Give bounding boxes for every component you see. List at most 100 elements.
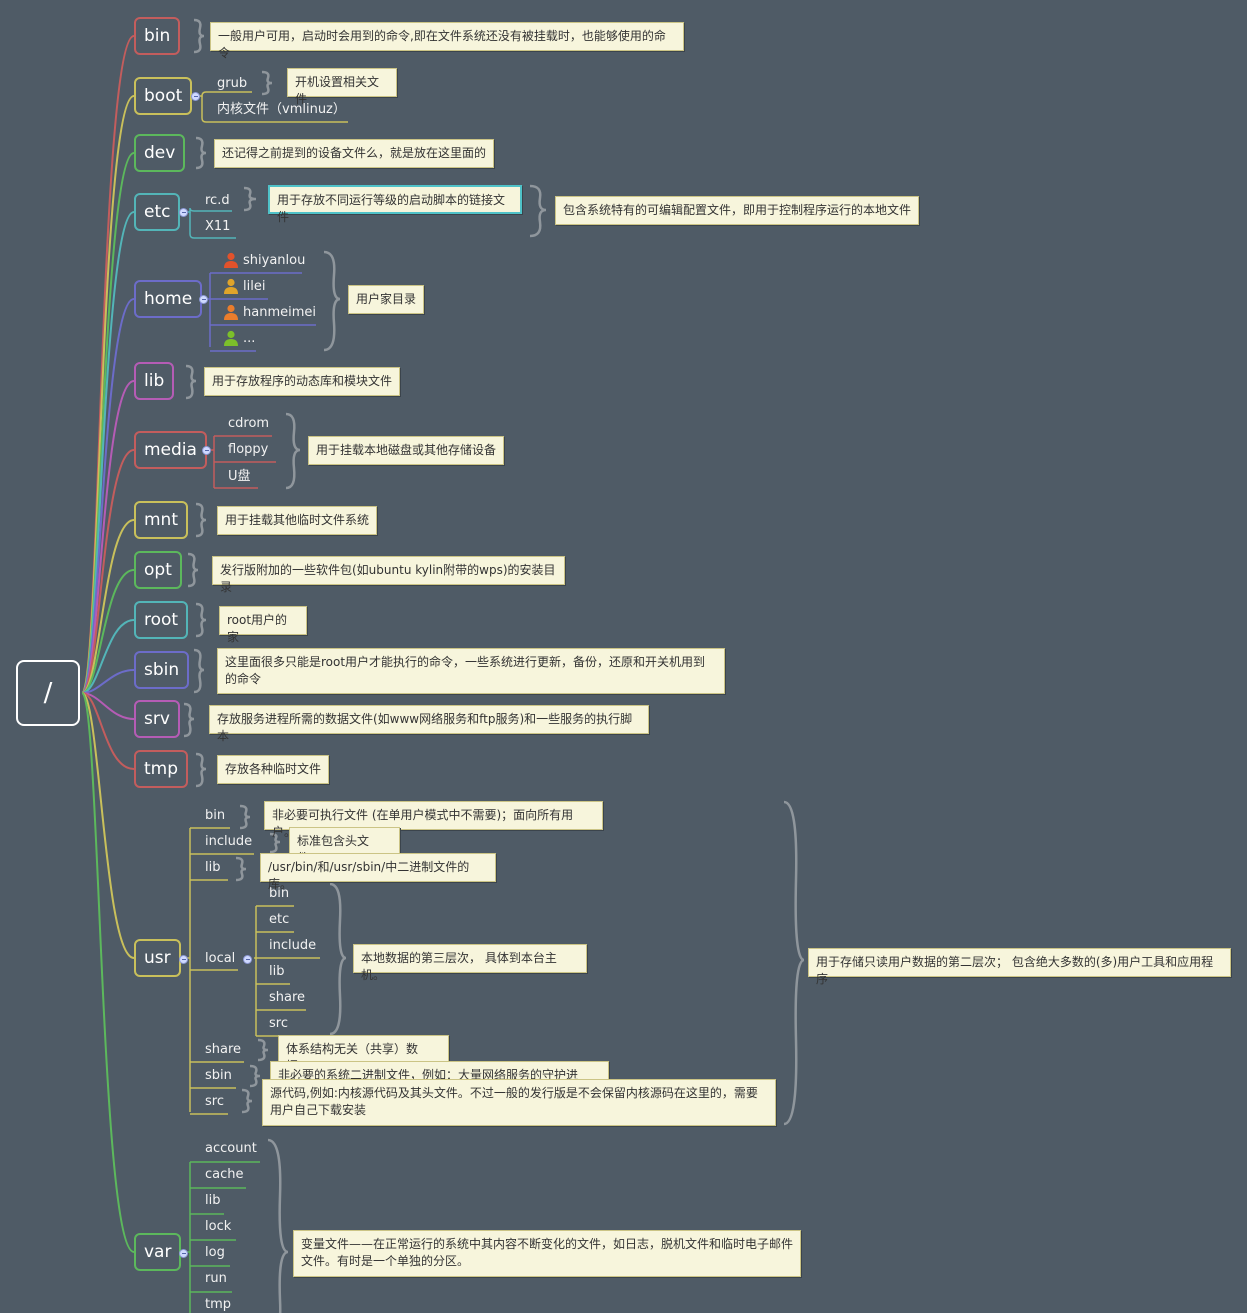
edge-root-mnt bbox=[81, 519, 135, 694]
note-mnt: 用于挂载其他临时文件系统 bbox=[217, 506, 377, 535]
brace-srv bbox=[183, 702, 195, 738]
edge-root-usr bbox=[81, 692, 135, 959]
node-dev[interactable]: dev bbox=[134, 134, 186, 172]
sub-var-log[interactable]: log bbox=[205, 1245, 225, 1260]
collapse-icon[interactable] bbox=[179, 1249, 188, 1258]
sub-local-src[interactable]: src bbox=[269, 1016, 288, 1031]
user-icon bbox=[224, 278, 238, 294]
sub-media-udisk[interactable]: U盘 bbox=[228, 469, 251, 484]
note-usr-include: 标准包含头文件。 bbox=[289, 827, 400, 865]
brace-opt bbox=[187, 552, 199, 588]
brace-usr-include bbox=[269, 832, 281, 854]
node-sbin[interactable]: sbin bbox=[134, 651, 190, 689]
sub-var-cache[interactable]: cache bbox=[205, 1167, 244, 1182]
brace-usr-share bbox=[257, 1038, 269, 1062]
collapse-icon[interactable] bbox=[179, 955, 188, 964]
sub-local-share[interactable]: share bbox=[269, 990, 306, 1005]
brace-var bbox=[267, 1138, 289, 1313]
note-usr-lib: /usr/bin/和/usr/sbin/中二进制文件的库。 bbox=[260, 853, 496, 891]
node-mnt[interactable]: mnt bbox=[134, 501, 188, 539]
brace-usr bbox=[783, 800, 805, 1126]
brace-usr-local bbox=[329, 882, 347, 1036]
brace-dev bbox=[195, 136, 207, 170]
note-usr-src: 源代码,例如:内核源代码及其头文件。不过一般的发行版是不会保留内核源码在这里的，… bbox=[262, 1079, 776, 1126]
sub-home-lilei[interactable]: lilei bbox=[243, 279, 266, 294]
node-media[interactable]: media bbox=[134, 431, 207, 469]
edge-root-media bbox=[81, 449, 135, 694]
user-icon bbox=[224, 304, 238, 320]
note-home: 用户家目录 bbox=[348, 285, 424, 314]
sub-usr-bin[interactable]: bin bbox=[205, 808, 226, 823]
brace-etc bbox=[529, 184, 547, 238]
node-usr[interactable]: usr bbox=[134, 939, 181, 977]
sub-home-shiyanlou[interactable]: shiyanlou bbox=[243, 253, 306, 268]
sub-var-account[interactable]: account bbox=[205, 1141, 257, 1156]
sub-usr-lib[interactable]: lib bbox=[205, 860, 221, 875]
sub-usr-local[interactable]: local bbox=[205, 951, 236, 966]
brace-rcd bbox=[243, 186, 257, 212]
user-icon bbox=[224, 330, 238, 346]
root-directory-node[interactable]: / bbox=[16, 660, 80, 726]
sub-boot-vmlinuz[interactable]: 内核文件（vmlinuz） bbox=[217, 102, 346, 117]
sub-local-lib[interactable]: lib bbox=[269, 964, 285, 979]
note-lib: 用于存放程序的动态库和模块文件 bbox=[204, 367, 400, 396]
node-var[interactable]: var bbox=[134, 1233, 182, 1271]
node-etc[interactable]: etc bbox=[134, 193, 181, 231]
sub-usr-share[interactable]: share bbox=[205, 1042, 242, 1057]
brace-sbin bbox=[193, 648, 205, 694]
sub-var-lib[interactable]: lib bbox=[205, 1193, 221, 1208]
sub-local-bin[interactable]: bin bbox=[269, 886, 290, 901]
sub-usr-include[interactable]: include bbox=[205, 834, 253, 849]
brace-tmp bbox=[195, 752, 207, 788]
note-usr-local: 本地数据的第三层次， 具体到本台主机。 bbox=[353, 944, 587, 982]
sub-home-hanmeimei[interactable]: hanmeimei bbox=[243, 305, 316, 320]
node-opt[interactable]: opt bbox=[134, 551, 182, 589]
collapse-icon[interactable] bbox=[199, 295, 208, 304]
node-home[interactable]: home bbox=[134, 280, 203, 318]
note-usr-share: 体系结构无关（共享）数据。 bbox=[278, 1035, 449, 1073]
note-dev: 还记得之前提到的设备文件么，就是放在这里面的 bbox=[214, 139, 494, 168]
sub-etc-rcd[interactable]: rc.d bbox=[205, 193, 230, 208]
note-opt: 发行版附加的一些软件包(如ubuntu kylin附带的wps)的安装目录 bbox=[212, 556, 565, 594]
node-bin[interactable]: bin bbox=[134, 17, 181, 55]
node-root[interactable]: root bbox=[134, 601, 189, 639]
sub-home-more[interactable]: ... bbox=[243, 331, 256, 346]
note-etc: 包含系统特有的可编辑配置文件，即用于控制程序运行的本地文件 bbox=[555, 196, 919, 225]
sub-var-lock[interactable]: lock bbox=[205, 1219, 232, 1234]
collapse-icon[interactable] bbox=[191, 92, 200, 101]
node-tmp[interactable]: tmp bbox=[134, 750, 189, 788]
note-root: root用户的家 bbox=[219, 606, 307, 644]
collapse-icon[interactable] bbox=[179, 208, 188, 217]
edge-root-boot bbox=[81, 95, 135, 694]
node-srv[interactable]: srv bbox=[134, 700, 180, 738]
sub-media-floppy[interactable]: floppy bbox=[228, 442, 269, 457]
sub-local-etc[interactable]: etc bbox=[269, 912, 290, 927]
sub-boot-grub[interactable]: grub bbox=[217, 76, 248, 91]
sub-var-tmp[interactable]: tmp bbox=[205, 1297, 232, 1312]
sub-media-cdrom[interactable]: cdrom bbox=[228, 416, 270, 431]
sub-usr-sbin[interactable]: sbin bbox=[205, 1068, 232, 1083]
edge-root-var bbox=[81, 692, 135, 1253]
brace-lib bbox=[185, 364, 197, 400]
edge-root-root bbox=[81, 619, 135, 694]
sub-etc-x11[interactable]: X11 bbox=[205, 219, 231, 234]
sub-local-include[interactable]: include bbox=[269, 938, 317, 953]
sub-var-run[interactable]: run bbox=[205, 1271, 227, 1286]
note-media: 用于挂载本地磁盘或其他存储设备 bbox=[308, 436, 504, 465]
user-icon bbox=[224, 252, 238, 268]
collapse-icon[interactable] bbox=[202, 446, 211, 455]
note-var: 变量文件——在正常运行的系统中其内容不断变化的文件，如日志，脱机文件和临时电子邮… bbox=[293, 1230, 801, 1277]
brace-mnt bbox=[195, 502, 207, 538]
note-boot-grub: 开机设置相关文件 bbox=[287, 68, 397, 106]
brace-bin bbox=[193, 18, 205, 54]
note-usr: 用于存储只读用户数据的第二层次； 包含绝大多数的(多)用户工具和应用程序 bbox=[808, 948, 1231, 986]
note-etc-rcd: 用于存放不同运行等级的启动脚本的链接文件 bbox=[268, 185, 522, 224]
node-boot[interactable]: boot bbox=[134, 77, 193, 115]
brace-home bbox=[323, 250, 341, 352]
note-usr-bin: 非必要可执行文件 (在单用户模式中不需要)；面向所有用户。 bbox=[264, 801, 603, 839]
edge-root-sbin bbox=[81, 669, 135, 694]
edge-root-tmp bbox=[81, 692, 135, 770]
sub-usr-src[interactable]: src bbox=[205, 1094, 224, 1109]
collapse-icon[interactable] bbox=[243, 955, 252, 964]
node-lib[interactable]: lib bbox=[134, 362, 175, 400]
